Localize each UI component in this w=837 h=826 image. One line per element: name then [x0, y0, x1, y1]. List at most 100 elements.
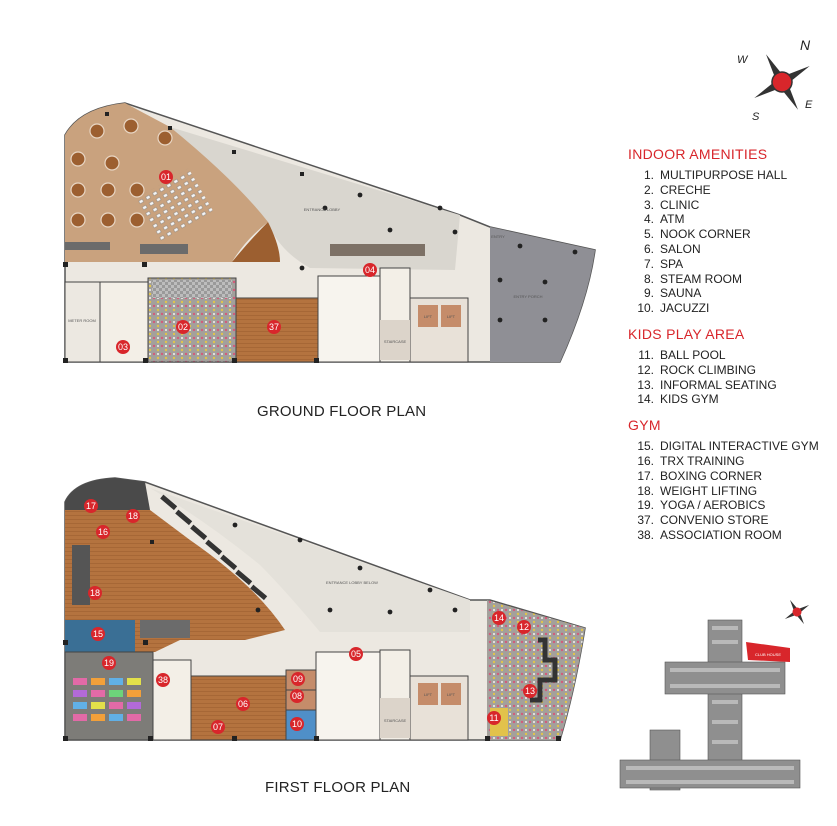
legend-item-label: CLINIC — [660, 197, 700, 212]
first-yoga-mats — [73, 678, 141, 721]
marker-09: 09 — [291, 672, 305, 686]
legend-item: 2.CRECHE — [632, 183, 828, 198]
first-boxing-corner — [65, 478, 150, 510]
legend-item-label: INFORMAL SEATING — [660, 377, 777, 392]
compass-n: N — [800, 37, 811, 53]
first-kids-play-area — [487, 600, 585, 740]
ground-stair-label: STAIRCASE — [384, 339, 407, 344]
kids-play-area-title: KIDS PLAY AREA — [628, 325, 745, 342]
marker-15: 15 — [91, 627, 105, 641]
ground-entrance-lobby-area — [170, 127, 460, 270]
legend-item-number: 5. — [643, 227, 654, 242]
ground-lift-label-2: LIFT — [447, 314, 456, 319]
first-floor-caption: FIRST FLOOR PLAN — [265, 779, 411, 796]
first-entrance-lobby-below — [150, 488, 470, 632]
legend-item: 4.ATM — [632, 212, 828, 227]
legend-item-number: 16. — [637, 453, 654, 468]
marker-05: 05 — [349, 647, 363, 661]
legend-item-label: BOXING CORNER — [660, 468, 763, 483]
svg-text:13: 13 — [525, 686, 535, 696]
legend-item: 13.INFORMAL SEATING — [632, 378, 828, 393]
svg-text:08: 08 — [292, 691, 302, 701]
first-stair-label: STAIRCASE — [384, 718, 407, 723]
ground-lift-label-1: LIFT — [424, 314, 433, 319]
marker-12: 12 — [517, 620, 531, 634]
first-floor-plan: ENTRANCE LOBBY BELOW STAIRCASE LIFT LIFT… — [63, 477, 586, 741]
legend-item: 19.YOGA / AEROBICS — [632, 498, 828, 513]
first-treadmills — [160, 494, 268, 601]
marker-38: 38 — [156, 673, 170, 687]
legend-item: 7. SPA — [632, 257, 828, 272]
svg-text:12: 12 — [519, 622, 529, 632]
svg-text:17: 17 — [86, 501, 96, 511]
marker-01: 01 — [159, 170, 173, 184]
legend-item: 18. WEIGHT LIFTING — [632, 484, 828, 499]
first-association-room — [152, 659, 192, 741]
marker-03: 03 — [116, 340, 130, 354]
ground-lobby-label: ENTRANCE LOBBY — [304, 207, 341, 212]
legend-item-number: 17. — [637, 468, 654, 483]
svg-text:18: 18 — [128, 511, 138, 521]
legend-item: 10.JACUZZI — [632, 301, 828, 316]
ground-meter-label: METER ROOM — [68, 318, 96, 323]
legend-item: 15.DIGITAL INTERACTIVE GYM — [632, 439, 828, 454]
marker-11: 11 — [487, 711, 501, 725]
legend-item-label: SPA — [660, 256, 684, 271]
legend-item: 8. STEAM ROOM — [632, 272, 828, 287]
marker-18-top: 18 — [126, 509, 140, 523]
legend-item: 6.SALON — [632, 242, 828, 257]
svg-text:04: 04 — [365, 265, 375, 275]
legend-item-number: 18. — [637, 483, 654, 498]
svg-text:16: 16 — [98, 527, 108, 537]
svg-text:01: 01 — [161, 172, 171, 182]
legend-item: 16. TRX TRAINING — [632, 454, 828, 469]
legend-item: 9.SAUNA — [632, 286, 828, 301]
ground-staircase — [380, 320, 410, 360]
svg-text:38: 38 — [158, 675, 168, 685]
legend-item-number: 3. — [643, 197, 654, 212]
legend-item-label: WEIGHT LIFTING — [660, 483, 758, 498]
marker-14: 14 — [492, 611, 506, 625]
legend-item: 11.BALL POOL — [632, 348, 828, 363]
svg-text:07: 07 — [213, 722, 223, 732]
marker-04: 04 — [363, 263, 377, 277]
legend-item: 17. BOXING CORNER — [632, 469, 828, 484]
legend-item-number: 4. — [643, 212, 654, 227]
svg-text:11: 11 — [489, 713, 498, 723]
legend-item-number: 8. — [643, 271, 654, 286]
legend-item-number: 10. — [637, 301, 654, 316]
key-plan-club-house-label: CLUB HOUSE — [755, 652, 781, 657]
marker-07: 07 — [211, 720, 225, 734]
ground-floor-plan: ENTRANCE LOBBY ENTRY ENTRY PORCH METER R… — [63, 102, 596, 363]
ground-columns — [63, 112, 578, 363]
legend-item-label: NOOK CORNER — [660, 227, 751, 242]
legend-item-number: 6. — [643, 241, 654, 256]
legend-item-label: ASSOCIATION ROOM — [660, 527, 782, 542]
legend-item: 14.KIDS GYM — [632, 392, 828, 407]
svg-text:05: 05 — [351, 649, 361, 659]
first-gym-floor — [65, 510, 285, 652]
legend-item-number: 15. — [637, 439, 654, 454]
legend-item-label: CONVENIO STORE — [660, 513, 769, 528]
legend-item-label: TRX TRAINING — [660, 453, 745, 468]
marker-13: 13 — [523, 684, 537, 698]
legend-item: 37.CONVENIO STORE — [632, 513, 828, 528]
ground-hall-seating — [136, 168, 214, 242]
legend-item-number: 7. — [643, 256, 654, 271]
legend-item-label: KIDS GYM — [660, 392, 719, 407]
svg-text:14: 14 — [494, 613, 504, 623]
svg-text:02: 02 — [178, 322, 188, 332]
svg-text:10: 10 — [292, 719, 302, 729]
marker-06: 06 — [236, 697, 250, 711]
marker-10: 10 — [290, 717, 304, 731]
legend-item-number: 19. — [637, 498, 654, 513]
marker-02: 02 — [176, 320, 190, 334]
legend-item-label: ROCK CLIMBING — [660, 362, 757, 377]
first-lift-label-2: LIFT — [447, 692, 456, 697]
legend-item-label: STEAM ROOM — [660, 271, 743, 286]
ground-entry-label: ENTRY — [491, 234, 505, 239]
compass-s: S — [752, 111, 760, 123]
